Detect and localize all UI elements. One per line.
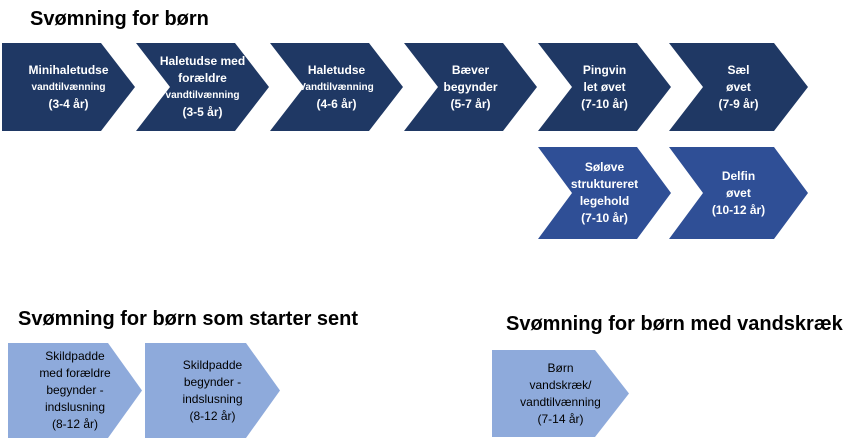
step-label: begynder [443,79,498,94]
heading-late-starters: Svømning for børn som starter sent [18,308,359,330]
step-label: struktureret [570,177,639,191]
step-sael: Sæl øvet (7-9 år) [669,43,808,131]
step-soloeve: Søløve struktureret legehold (7-10 år) [538,147,671,239]
step-label: Minihaletudse [28,62,109,77]
step-skildpadde-med-foraeldre: Skildpadde med forældre begynder - indsl… [8,343,142,438]
step-label: indslusning [182,391,243,406]
step-age: (3-5 år) [182,105,223,119]
step-minihaletudse: Minihaletudse vandtilvænning (3-4 år) [2,43,135,131]
step-label: Skildpadde [182,357,243,372]
step-label: øvet [726,79,751,94]
step-label: vandtilvænning [165,90,240,101]
step-haletudse: Haletudse Vandtilvænning (4-6 år) [270,43,403,131]
step-label: vandtilvænning [31,81,106,93]
step-label: Børn [547,360,574,375]
step-haletudse-med-foraeldre: Haletudse med forældre vandtilvænning (3… [136,43,269,131]
step-label: vandskræk/ [529,377,592,392]
step-age: (5-7 år) [450,96,491,111]
step-baever: Bæver begynder (5-7 år) [404,43,537,131]
step-age: (7-14 år) [537,411,584,426]
step-age: (7-9 år) [718,96,759,111]
step-age: (8-12 år) [189,408,236,423]
step-label: Haletudse med [159,54,246,68]
step-label: Skildpadde [45,349,105,363]
step-label: med forældre [39,366,111,380]
heading-water-fear: Svømning for børn med vandskræk [506,313,843,335]
step-age: (7-10 år) [581,96,628,111]
step-pingvin: Pingvin let øvet (7-10 år) [538,43,671,131]
step-label: øvet [726,185,751,200]
heading-main: Svømning for børn [30,8,209,30]
step-label: let øvet [583,79,626,94]
step-age: (10-12 år) [711,202,766,217]
step-delfin: Delfin øvet (10-12 år) [669,147,808,239]
step-label: legehold [579,194,630,208]
step-age: (8-12 år) [51,417,98,431]
step-age: (7-10 år) [581,211,628,225]
step-label: forældre [178,71,227,85]
step-label: Søløve [584,160,625,174]
step-label: Vandtilvænning [299,81,374,93]
step-label: begynder - [183,374,242,389]
step-label: indslusning [44,400,106,414]
step-boern-vandskraek: Børn vandskræk/ vandtilvænning (7-14 år) [492,350,629,437]
step-label: Delfin [721,168,756,183]
step-age: (3-4 år) [48,96,89,111]
step-label: begynder - [46,383,104,397]
step-label: Haletudse [307,62,366,77]
step-skildpadde: Skildpadde begynder - indslusning (8-12 … [145,343,280,438]
step-age: (4-6 år) [316,96,357,111]
step-label: Bæver [451,62,490,77]
step-label: Sæl [727,62,750,77]
step-label: vandtilvænning [520,394,601,409]
step-label: Pingvin [582,62,627,77]
